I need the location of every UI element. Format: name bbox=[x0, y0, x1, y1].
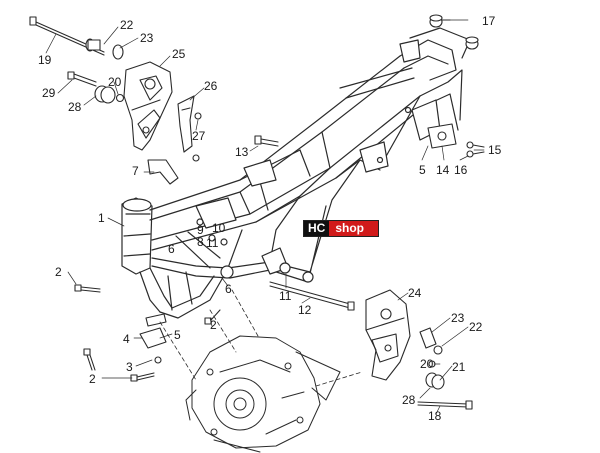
engine-bracket-25 bbox=[123, 61, 173, 151]
bolt-2-c bbox=[83, 348, 96, 371]
bolt-2-a bbox=[74, 284, 101, 293]
bracket-7 bbox=[147, 159, 179, 185]
callout-2-a: 2 bbox=[55, 265, 62, 279]
callout-10: 10 bbox=[212, 221, 226, 235]
callout-11-left: 11 bbox=[206, 236, 219, 250]
watermark-suffix: shop bbox=[329, 221, 378, 236]
callout-2-b: 2 bbox=[210, 318, 217, 332]
callout-18: 18 bbox=[428, 409, 442, 423]
callout-9: 9 bbox=[197, 223, 204, 237]
spacer-23-right bbox=[419, 327, 437, 349]
main-frame bbox=[121, 27, 471, 319]
callout-13: 13 bbox=[235, 145, 249, 159]
callout-28-top: 28 bbox=[68, 100, 82, 114]
callout-20-right: 20 bbox=[420, 357, 434, 371]
callout-25: 25 bbox=[172, 47, 186, 61]
callout-28-right: 28 bbox=[402, 393, 416, 407]
bolt-2-d bbox=[130, 372, 155, 382]
engine-bracket-24 bbox=[365, 289, 411, 381]
callout-1: 1 bbox=[98, 211, 105, 225]
callout-12: 12 bbox=[298, 303, 312, 317]
callout-8: 8 bbox=[197, 235, 204, 249]
callout-6-mid: 6 bbox=[225, 282, 232, 296]
callout-16: 16 bbox=[454, 163, 468, 177]
callout-29: 29 bbox=[42, 86, 56, 100]
washer-22-right bbox=[433, 345, 443, 355]
callout-11-mid: 11 bbox=[279, 289, 292, 303]
callout-6-left: 6 bbox=[168, 242, 175, 256]
callout-15: 15 bbox=[488, 143, 502, 157]
callout-27: 27 bbox=[192, 129, 206, 143]
callout-7: 7 bbox=[132, 164, 139, 178]
callout-24: 24 bbox=[408, 286, 422, 300]
callout-5-right: 5 bbox=[419, 163, 426, 177]
callout-14: 14 bbox=[436, 163, 450, 177]
callout-2-c: 2 bbox=[89, 372, 96, 386]
callout-22-right: 22 bbox=[469, 320, 483, 334]
watermark-prefix: HC bbox=[304, 221, 330, 236]
engine-case bbox=[185, 335, 341, 453]
long-bolt-12 bbox=[269, 281, 355, 311]
callout-23-right: 23 bbox=[451, 311, 465, 325]
bracket-group-14-16 bbox=[427, 123, 485, 158]
callout-17: 17 bbox=[482, 14, 496, 28]
callout-19: 19 bbox=[38, 53, 52, 67]
bolt-18 bbox=[417, 400, 473, 410]
sensor-bracket-4 bbox=[139, 327, 167, 349]
callout-3: 3 bbox=[126, 360, 133, 374]
callout-21: 21 bbox=[452, 360, 466, 374]
plate-26 bbox=[177, 95, 195, 153]
callout-23-top: 23 bbox=[140, 31, 154, 45]
hc-shop-watermark: HC shop bbox=[304, 221, 378, 236]
bolt-29 bbox=[67, 71, 97, 87]
callout-5-left: 5 bbox=[174, 328, 181, 342]
callout-26: 26 bbox=[204, 79, 218, 93]
rubber-mounts-17 bbox=[429, 14, 479, 50]
washer-23-top bbox=[112, 44, 124, 60]
callout-22-top: 22 bbox=[120, 18, 134, 32]
callout-4: 4 bbox=[123, 332, 130, 346]
callout-20-top: 20 bbox=[108, 75, 122, 89]
bolt-13 bbox=[254, 135, 279, 147]
